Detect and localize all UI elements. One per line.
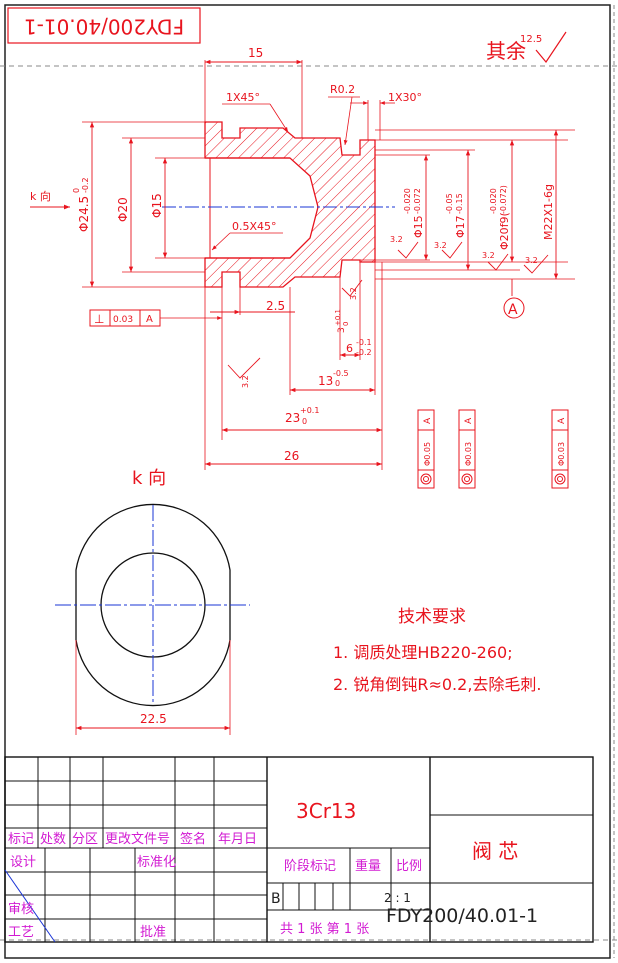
tb-header-sign: 签名 <box>180 831 206 847</box>
tb-material: 3Cr13 <box>296 799 356 823</box>
sheet-border <box>0 4 618 959</box>
tol1-value: Φ0.05 <box>423 442 432 466</box>
dim-26: 26 <box>284 449 299 463</box>
title-block-text: 3Cr13 阀 芯 FDY200/40.01-1 标记 处数 分区 更改文件号 … <box>8 799 538 940</box>
tol2-datum: A <box>464 417 474 424</box>
dim-phi15-low: -0.072 <box>413 188 422 214</box>
tb-header-count: 处数 <box>40 832 66 847</box>
dim-2-5: 2.5 <box>266 299 285 313</box>
k-view: k 向 22.5 <box>55 468 250 735</box>
tb-review: 审核 <box>8 902 34 917</box>
tb-process: 工艺 <box>8 925 34 940</box>
tol-perp-symbol: ⊥ <box>94 312 104 326</box>
dim-phi15-up: -0.020 <box>403 188 412 214</box>
roughness-note: 其余 12.5 <box>486 31 567 64</box>
tol3-value: Φ0.03 <box>557 442 566 466</box>
tb-scale: 比例 <box>396 859 422 874</box>
k-view-label: k 向 <box>132 468 166 489</box>
tb-stage-value: B <box>271 891 281 907</box>
tech-item-2: 2. 锐角倒钝R≈0.2,去除毛刺. <box>333 675 542 694</box>
roughness-value: 12.5 <box>520 34 542 45</box>
tb-header-change: 更改文件号 <box>105 832 170 847</box>
dim-phi20f9-up: -0.020 <box>489 188 498 214</box>
tb-sheet: 共 1 张 第 1 张 <box>280 922 369 937</box>
dim-phi15: Φ15 <box>150 193 164 218</box>
dim-13: 13 <box>318 374 333 388</box>
dim-groove-low: 0 <box>342 322 350 326</box>
rough-32-e: 3.2 <box>525 256 538 265</box>
main-section-view: Φ24.5 0 -0.2 Φ20 Φ15 Φ15 -0.020 -0.072 Φ… <box>30 46 575 470</box>
tb-header-mark: 标记 <box>8 832 34 847</box>
dim-groove: 3 <box>337 327 347 333</box>
tb-standard: 标准化 <box>137 855 176 870</box>
rough-32-c: 3.2 <box>434 241 447 250</box>
dim-thread: M22X1-6g <box>542 184 555 240</box>
tol-perp-value: 0.03 <box>113 315 133 325</box>
dim-phi15-tol: Φ15 <box>412 215 425 238</box>
rough-32-d: 3.2 <box>482 251 495 260</box>
title-block <box>4 756 594 943</box>
k-arrow-label: k 向 <box>30 189 51 203</box>
tb-header-zone: 分区 <box>72 832 98 847</box>
top-number-box: FDY200/40.01-1 <box>7 7 201 44</box>
dim-groove-up: +0.1 <box>334 309 342 326</box>
dim-phi17: Φ17 <box>454 215 467 238</box>
datum-a: A <box>508 302 518 318</box>
tolerance-frame-2: A Φ0.03 <box>458 409 476 489</box>
tolerance-frame-perp: ⊥ 0.03 A <box>89 309 222 327</box>
top-number-text: FDY200/40.01-1 <box>24 15 184 39</box>
tb-part-name: 阀 芯 <box>472 839 518 863</box>
tb-scale-value: 2 : 1 <box>384 891 411 905</box>
roughness-marks <box>227 241 549 379</box>
dim-23: 23 <box>285 411 300 425</box>
tb-header-date: 年月日 <box>218 832 257 847</box>
rough-32-a: 3.2 <box>241 375 250 388</box>
dim-15: 15 <box>248 46 263 60</box>
dim-13-low: 0 <box>335 379 340 388</box>
dim-6-up: -0.1 <box>356 338 372 347</box>
tol3-datum: A <box>557 417 567 424</box>
dim-phi24: Φ24.5 <box>77 196 91 232</box>
tolerance-frame-3: A Φ0.03 <box>551 409 569 489</box>
dim-23-up: +0.1 <box>300 406 319 415</box>
tb-weight: 重量 <box>355 858 381 874</box>
rough-32-f: 3.2 <box>349 287 358 300</box>
dim-phi24-up: 0 <box>72 188 81 193</box>
roughness-symbol <box>535 31 567 64</box>
tb-approve: 批准 <box>140 925 166 940</box>
roughness-label: 其余 <box>486 39 526 63</box>
tb-stage: 阶段标记 <box>284 859 336 874</box>
dim-phi24-low: -0.2 <box>81 177 90 193</box>
dim-6-low: -0.2 <box>356 348 372 357</box>
tol1-datum: A <box>423 417 433 424</box>
tol2-value: Φ0.03 <box>464 442 473 466</box>
dim-radius: R0.2 <box>330 83 355 96</box>
tech-requirements: 技术要求 1. 调质处理HB220-260; 2. 锐角倒钝R≈0.2,去除毛刺… <box>333 607 542 694</box>
dim-chamfer-inner: 0.5X45° <box>232 220 277 233</box>
dim-phi20: Φ20 <box>116 197 130 222</box>
dim-phi20f9-low: -0.072) <box>499 185 508 214</box>
tech-title: 技术要求 <box>398 607 466 627</box>
dim-6: 6 <box>346 342 353 355</box>
dim-22-5: 22.5 <box>140 712 167 726</box>
tb-design: 设计 <box>10 855 36 870</box>
dim-chamfer-right: 1X30° <box>388 91 422 104</box>
tech-item-1: 1. 调质处理HB220-260; <box>333 643 513 662</box>
dim-phi17-up: -0.05 <box>445 193 454 214</box>
tol-perp-datum: A <box>146 314 153 325</box>
dim-chamfer-left: 1X45° <box>226 91 260 104</box>
dim-13-up: -0.5 <box>333 369 349 378</box>
dim-phi20f9: Φ20f9( <box>498 212 511 250</box>
tolerance-frame-1: A Φ0.05 <box>417 409 435 489</box>
dim-phi17-low: -0.15 <box>455 193 464 214</box>
rough-32-b: 3.2 <box>390 235 403 244</box>
dim-23-low: 0 <box>302 417 307 426</box>
tb-drawing-no: FDY200/40.01-1 <box>386 905 538 927</box>
